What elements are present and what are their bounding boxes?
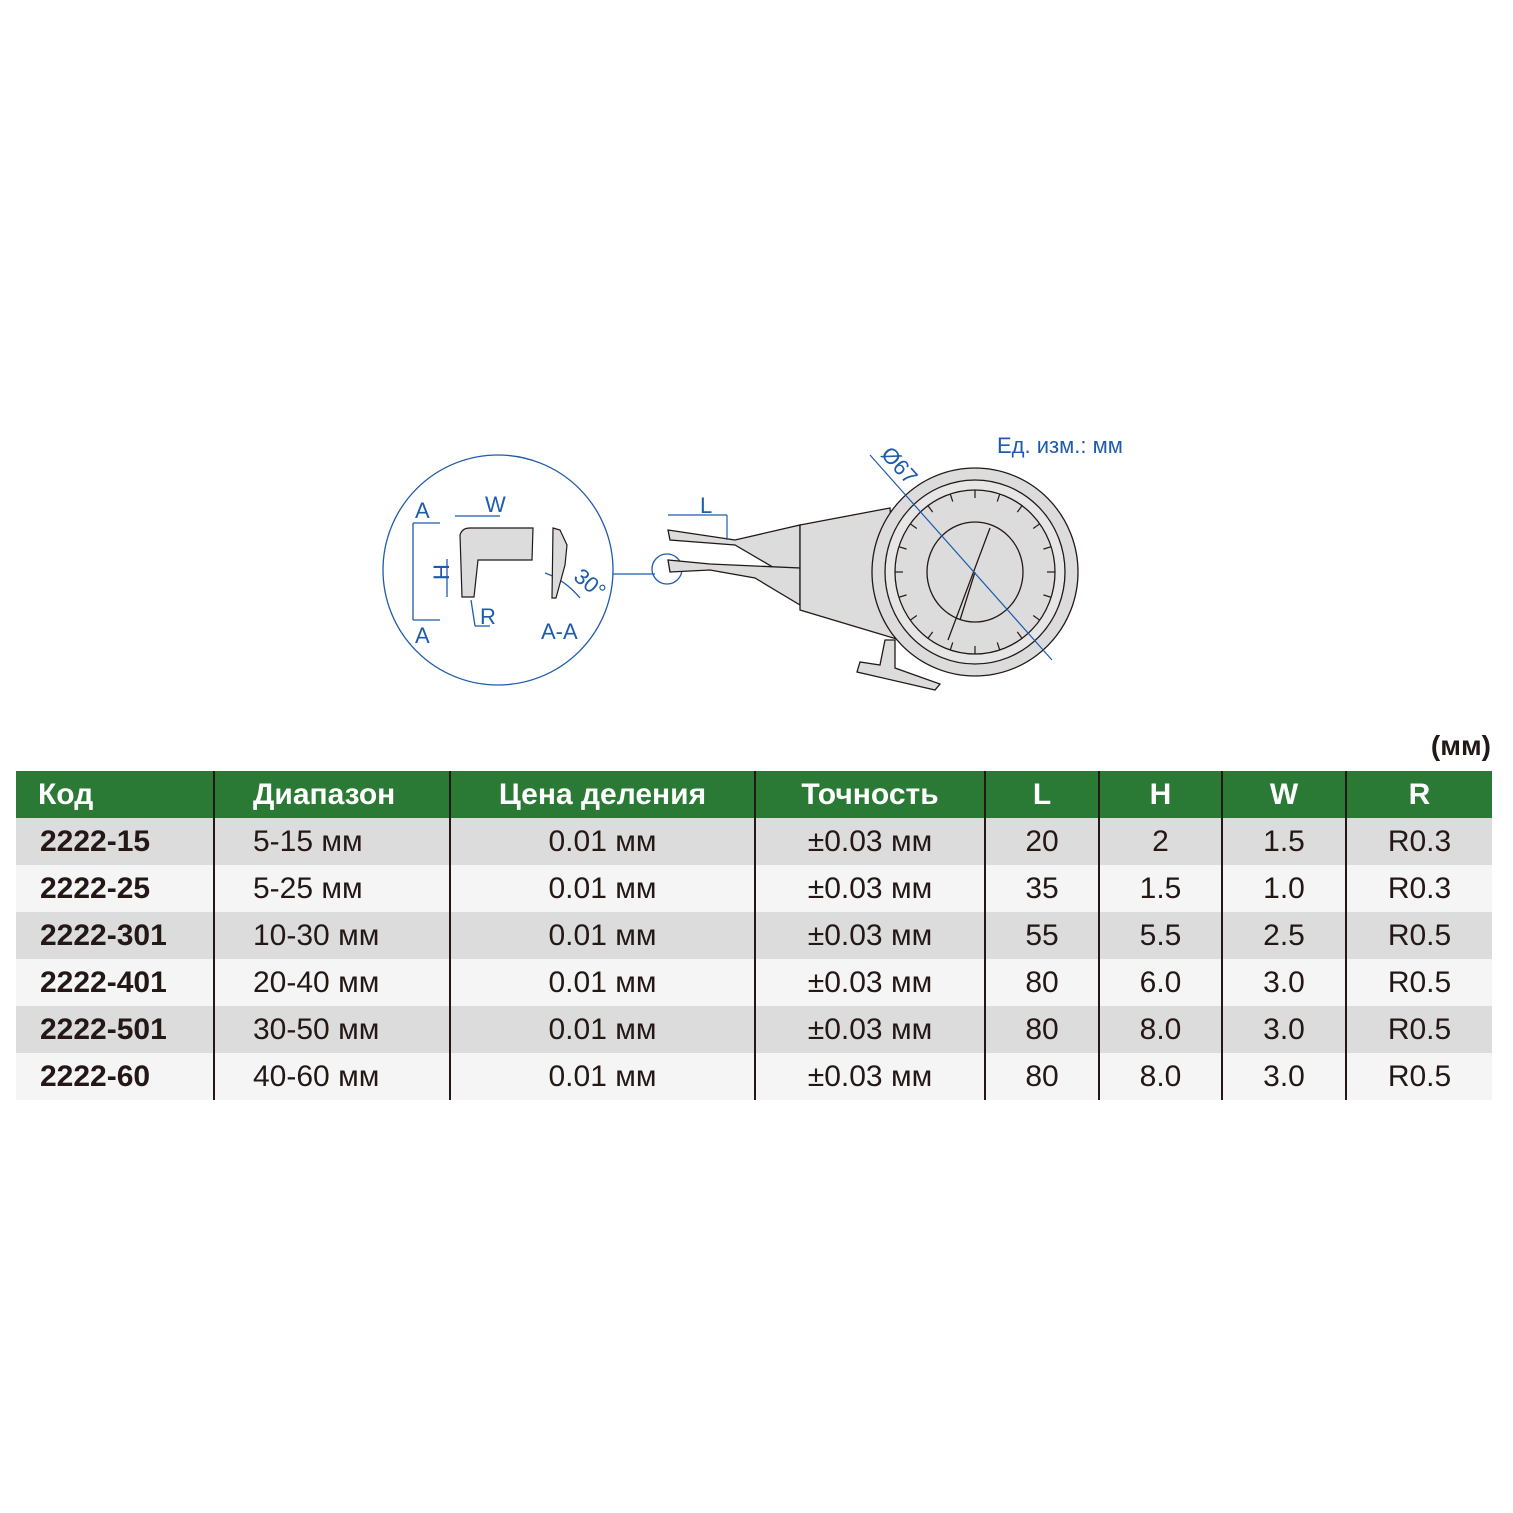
cell-code: 2222-301 <box>16 912 214 959</box>
cell-range: 5-25 мм <box>213 865 450 912</box>
label-w: W <box>485 492 506 517</box>
cell-w: 2.5 <box>1221 912 1346 959</box>
cell-range: 30-50 мм <box>213 1006 450 1053</box>
specs-table: Код Диапазон Цена деления Точность L H W… <box>16 771 1492 1100</box>
col-header-accuracy: Точность <box>754 771 985 818</box>
dial-tick <box>898 594 907 598</box>
cell-resolution: 0.01 мм <box>449 912 755 959</box>
dial-ticks <box>895 490 1055 654</box>
tip-detail-view <box>382 454 683 686</box>
dial-tick <box>996 493 1001 502</box>
caliper-gauge-diagram: A A W H R A-A 30° L Ø67 Ед. изм.: мм <box>382 433 1123 691</box>
table-header: Код Диапазон Цена деления Точность L H W… <box>16 771 1492 818</box>
cell-r: R0.3 <box>1345 818 1492 865</box>
label-angle: 30° <box>569 563 611 604</box>
col-header-resolution: Цена деления <box>449 771 755 818</box>
cell-resolution: 0.01 мм <box>449 959 755 1006</box>
label-a-bottom: A <box>415 623 430 648</box>
cell-accuracy: ±0.03 мм <box>754 818 985 865</box>
cell-accuracy: ±0.03 мм <box>754 959 985 1006</box>
cell-range: 10-30 мм <box>213 912 450 959</box>
table-unit: (мм) <box>1430 730 1491 761</box>
cell-accuracy: ±0.03 мм <box>754 912 985 959</box>
dial-tick <box>1016 631 1023 639</box>
cell-resolution: 0.01 мм <box>449 1053 755 1100</box>
cell-l: 55 <box>984 912 1099 959</box>
cell-w: 3.0 <box>1221 1006 1346 1053</box>
dial-diameter-label: Ø67 <box>876 442 922 490</box>
cell-l: 35 <box>984 865 1099 912</box>
dial-tick <box>1032 615 1041 621</box>
dial-tick <box>927 505 934 513</box>
label-h: H <box>429 564 454 580</box>
dial-tick <box>996 642 1001 651</box>
dial-tick <box>927 631 934 639</box>
dial-tick <box>949 642 954 651</box>
cell-range: 20-40 мм <box>213 959 450 1006</box>
cell-r: R0.5 <box>1345 959 1492 1006</box>
cell-r: R0.5 <box>1345 1006 1492 1053</box>
cell-range: 40-60 мм <box>213 1053 450 1100</box>
col-header-code: Код <box>16 771 214 818</box>
cell-accuracy: ±0.03 мм <box>754 865 985 912</box>
label-r: R <box>480 604 496 629</box>
cell-h: 1.5 <box>1098 865 1222 912</box>
cell-code: 2222-60 <box>16 1053 214 1100</box>
dial-tick <box>909 615 918 621</box>
dial-tick <box>1043 546 1052 550</box>
cell-h: 5.5 <box>1098 912 1222 959</box>
cell-resolution: 0.01 мм <box>449 865 755 912</box>
tip-profile <box>459 527 568 599</box>
cell-h: 6.0 <box>1098 959 1222 1006</box>
dimension-lines <box>668 454 1053 661</box>
cell-resolution: 0.01 мм <box>449 1006 755 1053</box>
cell-w: 1.0 <box>1221 865 1346 912</box>
cell-code: 2222-25 <box>16 865 214 912</box>
dial-tick <box>949 493 954 502</box>
cell-range: 5-15 мм <box>213 818 450 865</box>
cell-code: 2222-15 <box>16 818 214 865</box>
cell-w: 3.0 <box>1221 959 1346 1006</box>
cell-h: 2 <box>1098 818 1222 865</box>
caliper-gauge <box>667 467 1079 691</box>
dial-tick <box>898 546 907 550</box>
cell-l: 20 <box>984 818 1099 865</box>
col-header-r: R <box>1345 771 1492 818</box>
cell-l: 80 <box>984 959 1099 1006</box>
label-l: L <box>700 493 712 518</box>
dial-tick <box>1016 505 1023 513</box>
cell-l: 80 <box>984 1053 1099 1100</box>
col-header-l: L <box>984 771 1099 818</box>
cell-accuracy: ±0.03 мм <box>754 1006 985 1053</box>
dial-tick <box>909 523 918 529</box>
col-header-h: H <box>1098 771 1222 818</box>
label-a-top: A <box>415 498 430 523</box>
unit-note: Ед. изм.: мм <box>997 433 1123 458</box>
label-section-aa: A-A <box>541 619 578 644</box>
dial-tick <box>1032 523 1041 529</box>
dial-tick <box>1043 594 1052 598</box>
cell-r: R0.5 <box>1345 1053 1492 1100</box>
cell-w: 3.0 <box>1221 1053 1346 1100</box>
cell-code: 2222-501 <box>16 1006 214 1053</box>
cell-w: 1.5 <box>1221 818 1346 865</box>
cell-h: 8.0 <box>1098 1053 1222 1100</box>
cell-accuracy: ±0.03 мм <box>754 1053 985 1100</box>
cell-l: 80 <box>984 1006 1099 1053</box>
cell-code: 2222-401 <box>16 959 214 1006</box>
cell-r: R0.5 <box>1345 912 1492 959</box>
cell-r: R0.3 <box>1345 865 1492 912</box>
col-header-range: Диапазон <box>213 771 450 818</box>
cell-h: 8.0 <box>1098 1006 1222 1053</box>
cell-resolution: 0.01 мм <box>449 818 755 865</box>
col-header-w: W <box>1221 771 1346 818</box>
